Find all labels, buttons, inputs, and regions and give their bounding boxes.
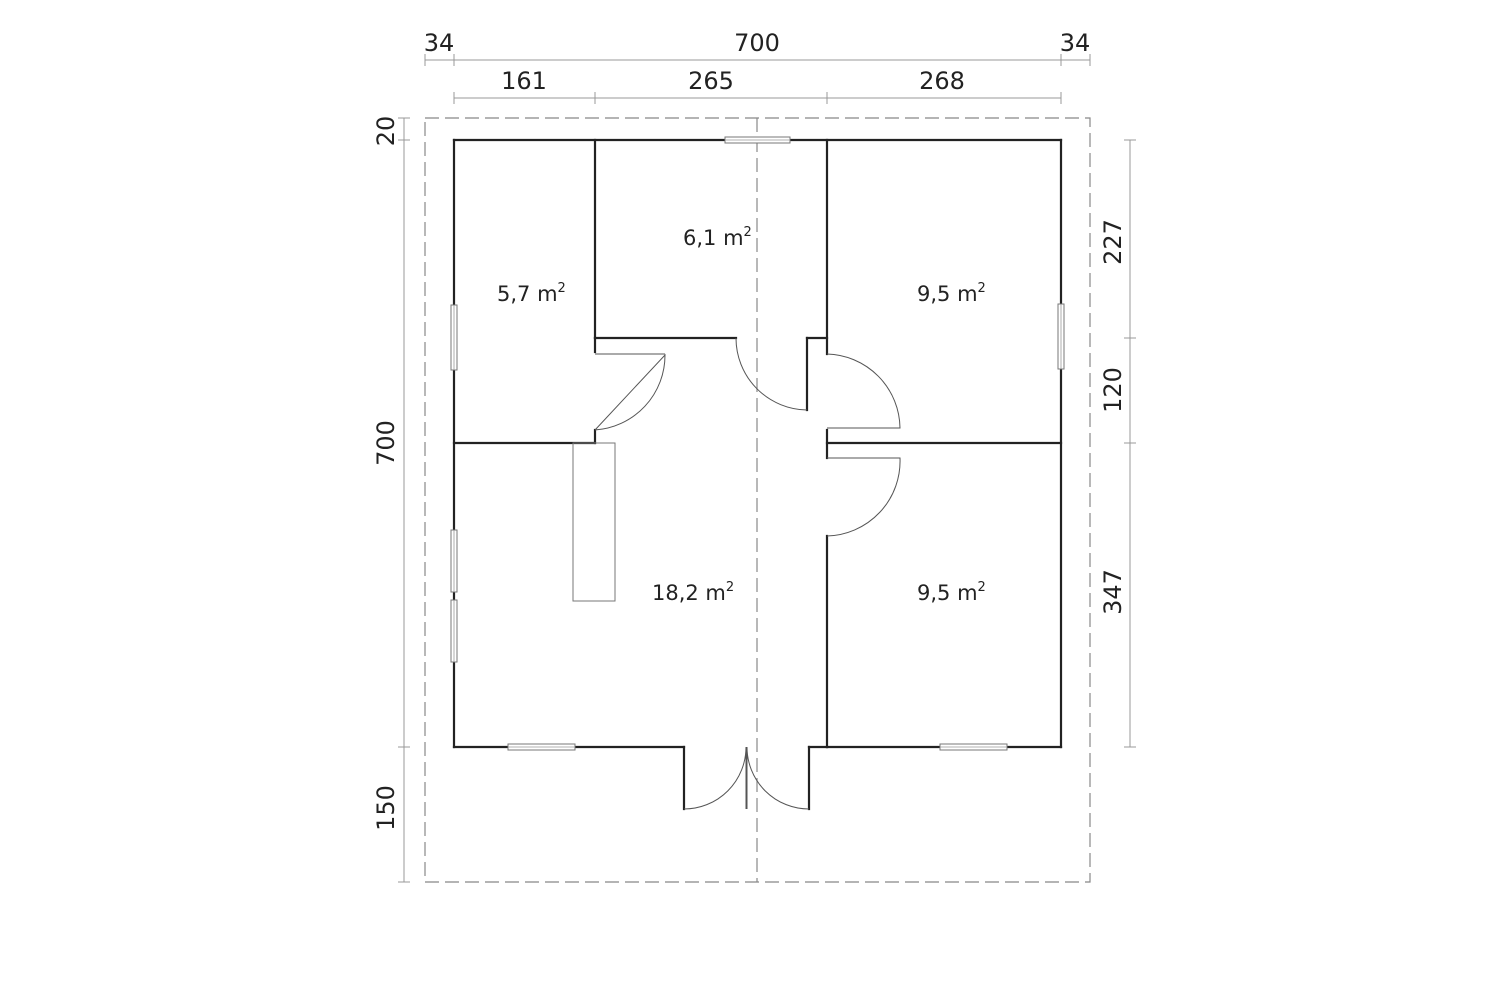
room-area-top-left: 5,7 m2 xyxy=(497,281,566,306)
dim-room-1-width: 161 xyxy=(501,67,547,95)
dim-room-3-width: 268 xyxy=(919,67,965,95)
top-total-dimension xyxy=(424,54,1091,66)
door-left-room xyxy=(594,353,666,431)
door-entrance-left xyxy=(683,746,747,810)
dim-top-offset: 20 xyxy=(372,116,400,147)
dim-total-depth: 700 xyxy=(372,420,400,466)
dim-total-width: 700 xyxy=(734,29,780,57)
dim-right-1: 227 xyxy=(1099,219,1127,265)
door-right-top xyxy=(826,353,901,429)
dim-left-overhang: 34 xyxy=(424,29,455,57)
dim-terrace-depth: 150 xyxy=(372,785,400,831)
right-dimension xyxy=(1124,139,1136,748)
top-rooms-dimension xyxy=(453,92,1062,104)
room-area-top-right: 9,5 m2 xyxy=(917,281,986,306)
dim-right-overhang: 34 xyxy=(1060,29,1091,57)
door-right-bottom xyxy=(826,457,901,537)
dim-room-2-width: 265 xyxy=(688,67,734,95)
left-dimension xyxy=(398,117,410,883)
room-area-bottom-right: 9,5 m2 xyxy=(917,580,986,605)
dim-right-3: 347 xyxy=(1099,569,1127,615)
room-area-living: 18,2 m2 xyxy=(652,580,734,605)
dim-right-2: 120 xyxy=(1099,367,1127,413)
doors xyxy=(594,337,901,810)
door-top-middle xyxy=(735,337,808,411)
door-entrance-right xyxy=(746,746,810,810)
kitchen-counter xyxy=(572,442,616,602)
room-area-top-middle: 6,1 m2 xyxy=(683,225,752,250)
